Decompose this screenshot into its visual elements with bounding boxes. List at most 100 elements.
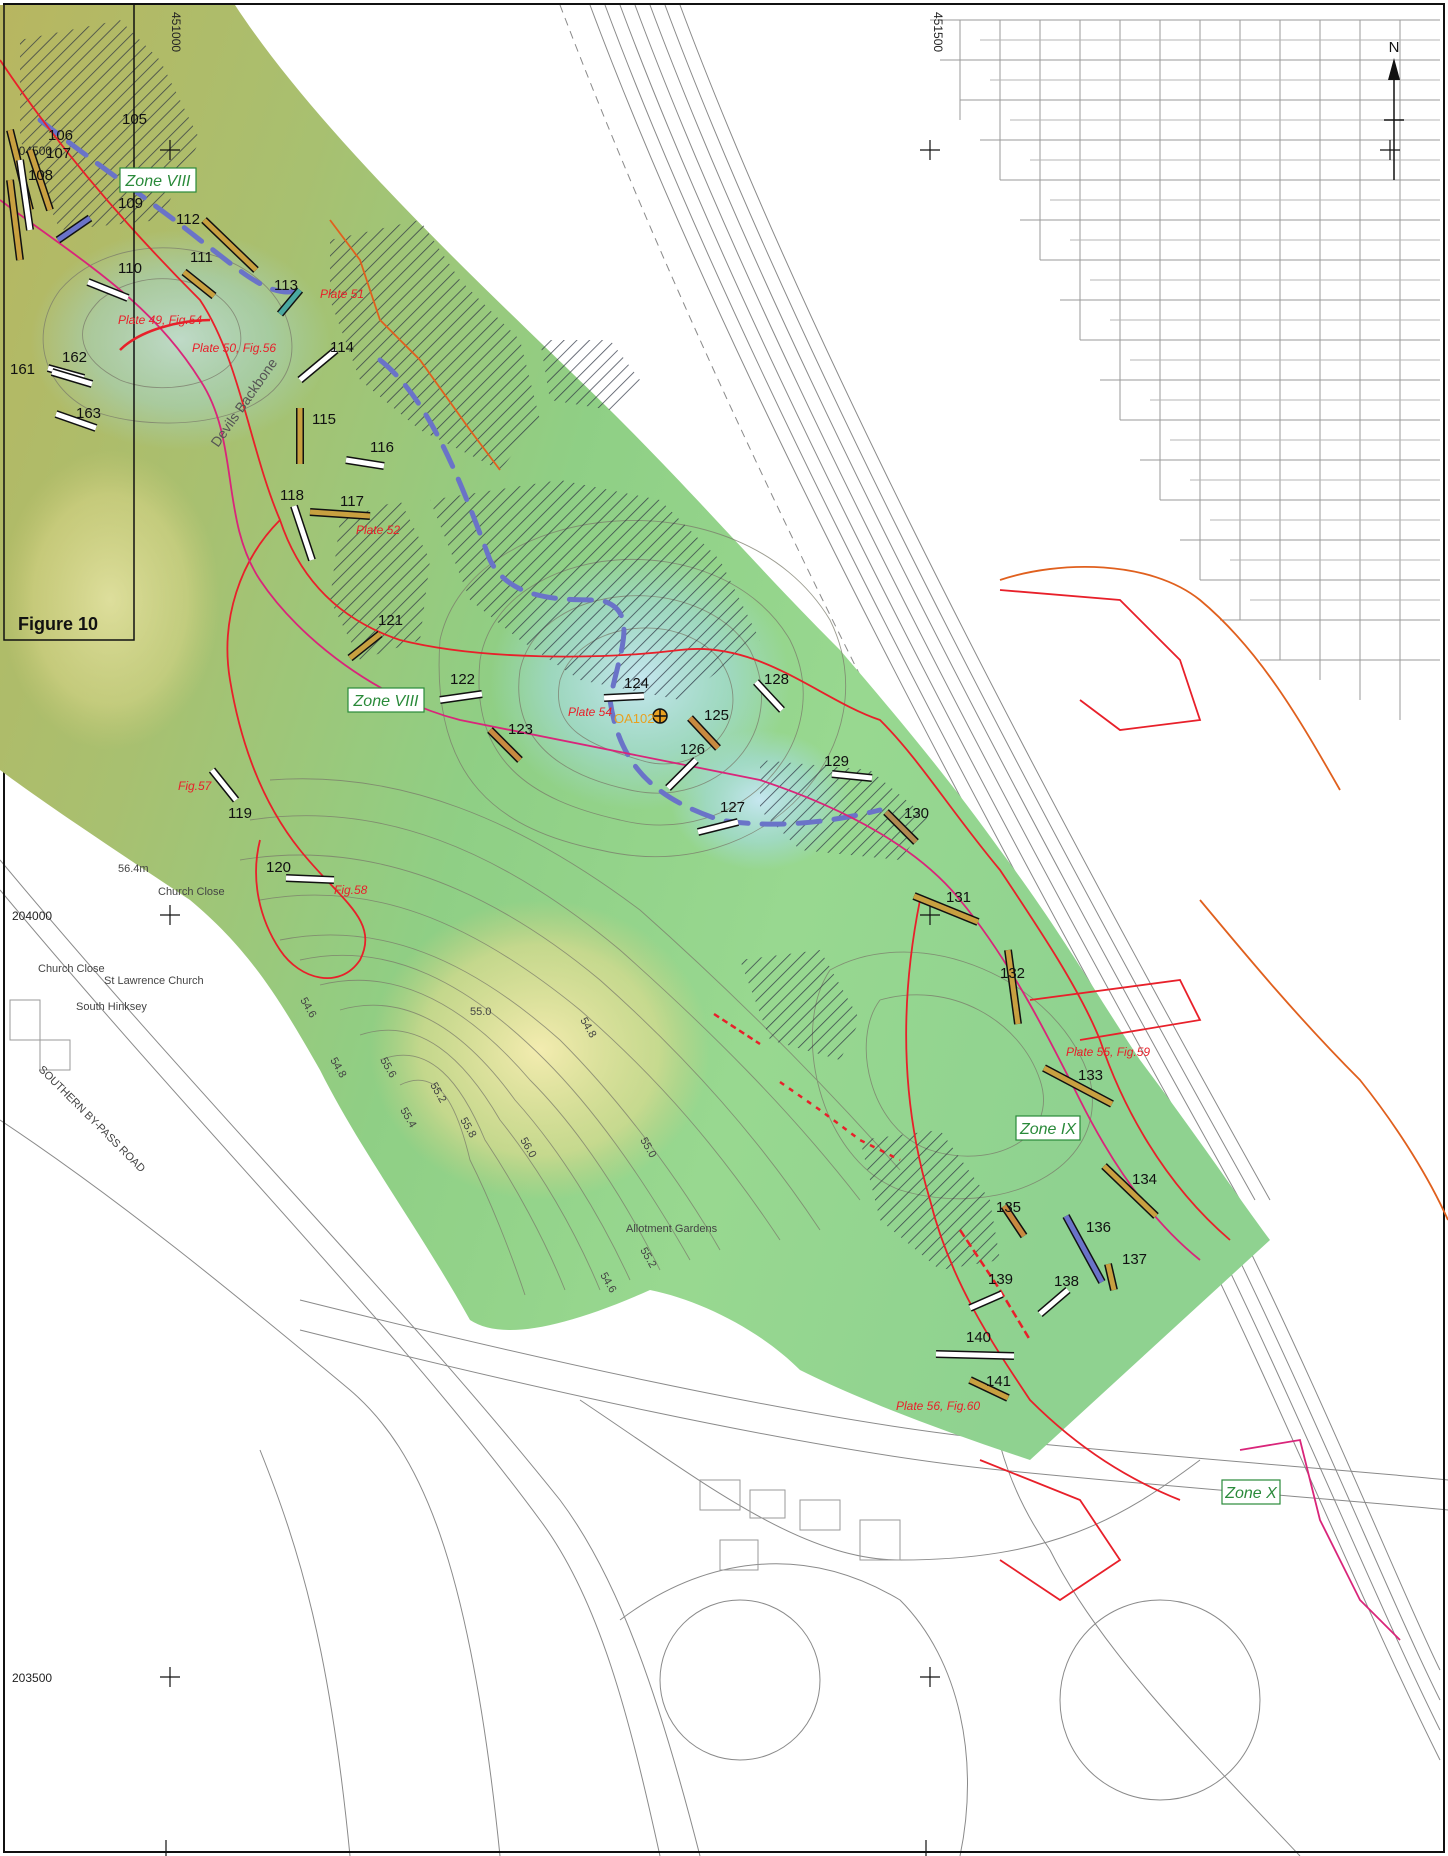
trench-fill xyxy=(182,270,216,298)
zone-label-viii-north: Zone VIII xyxy=(119,167,197,193)
trench-137: 137 xyxy=(1104,1251,1147,1291)
trench-fill xyxy=(1001,1204,1027,1238)
trench-fill xyxy=(55,411,97,431)
trench-fill xyxy=(202,218,258,272)
trench-fill xyxy=(278,288,302,316)
trench-fill xyxy=(913,893,979,925)
trench-label: 114 xyxy=(330,339,354,356)
trench-162: 162 xyxy=(50,349,94,388)
trench-fill xyxy=(754,680,784,712)
trench-label: 113 xyxy=(274,277,298,294)
trench-fill xyxy=(439,691,483,703)
trench-125: 125 xyxy=(687,707,729,751)
trench-label: 141 xyxy=(986,1373,1011,1390)
trench-label: 138 xyxy=(1054,1273,1079,1290)
trench-fill xyxy=(968,1291,1004,1311)
plate-label: Plate 52 xyxy=(356,523,400,537)
trench-label: 120 xyxy=(266,859,291,876)
north-arrow-head xyxy=(1388,58,1400,80)
grid xyxy=(160,140,1400,1856)
palaeochannel-north xyxy=(37,117,303,295)
boundary-red-west xyxy=(226,519,367,979)
svg-text:Zone VIII: Zone VIII xyxy=(353,693,419,710)
trench-120: 120 xyxy=(266,859,335,884)
trench-fill xyxy=(309,509,371,519)
borehole-oa102: OA102 xyxy=(614,708,668,726)
trench-label: 116 xyxy=(370,439,394,456)
hatch-area-central xyxy=(430,480,760,700)
trench-label: 163 xyxy=(76,405,101,422)
plate-label: Plate 56, Fig.60 xyxy=(896,1399,980,1413)
trench-label: 119 xyxy=(228,805,252,822)
trench-label: 122 xyxy=(450,671,475,688)
trench-label: 126 xyxy=(680,741,705,758)
trench-fill xyxy=(688,716,720,750)
trench-fill xyxy=(831,771,873,781)
trench-fill xyxy=(298,348,338,382)
trench-133: 133 xyxy=(1042,1064,1114,1108)
trench-fill xyxy=(666,758,698,790)
trench-label: 134 xyxy=(1132,1171,1157,1188)
trench-117: 117 xyxy=(309,493,371,520)
trench-fill xyxy=(348,632,382,660)
trench-fill xyxy=(968,1377,1010,1401)
svg-text:Zone X: Zone X xyxy=(1224,1485,1278,1502)
trench-label: 110 xyxy=(118,260,142,277)
trench-label: 127 xyxy=(720,799,745,816)
trench-label: 107 xyxy=(46,145,71,162)
trench-label: 135 xyxy=(996,1199,1021,1216)
trench-label: 125 xyxy=(704,707,729,724)
trench-label: 128 xyxy=(764,671,789,688)
north-arrow: N xyxy=(1384,39,1404,180)
svg-text:Zone VIII: Zone VIII xyxy=(125,173,191,190)
boundary-magenta-east xyxy=(1239,1438,1401,1641)
trench-fill xyxy=(935,1351,1015,1359)
trench-label: 117 xyxy=(340,493,364,510)
trench-fill xyxy=(87,279,129,301)
trench-114: 114 xyxy=(297,339,354,384)
plate-label: Plate 50, Fig.56 xyxy=(192,341,276,355)
trench-fill xyxy=(51,369,93,387)
plot-buildings xyxy=(699,1479,901,1571)
trench-fill xyxy=(488,728,522,762)
trench-label: 136 xyxy=(1086,1219,1111,1236)
church-close-label-1: Church Close xyxy=(158,886,225,898)
trench-label: 137 xyxy=(1122,1251,1147,1268)
trench-119: 119 xyxy=(208,767,252,822)
trench-label: 115 xyxy=(312,411,336,428)
trench-113: 113 xyxy=(274,277,304,317)
trench-131: 131 xyxy=(912,889,980,926)
trench-135: 135 xyxy=(996,1199,1028,1239)
trench-fill xyxy=(7,179,23,261)
trench-132: 132 xyxy=(1000,949,1025,1025)
trench-fill xyxy=(1005,949,1021,1025)
trench-128: 128 xyxy=(753,671,789,713)
trench-fill xyxy=(1102,1164,1158,1218)
church-close-label-2: Church Close xyxy=(38,963,105,975)
trench-107: 107 xyxy=(16,145,71,231)
boundary-red-east xyxy=(979,589,1202,1602)
trench-label: 162 xyxy=(62,349,87,366)
boundary-red-main xyxy=(0,59,1231,1241)
trench-fill xyxy=(56,215,92,243)
south-hinksey-label: South Hinksey xyxy=(76,1001,147,1013)
contour-label: 55.0 xyxy=(470,1006,491,1018)
trench-label: 140 xyxy=(966,1329,991,1346)
plate-label: Plate 51 xyxy=(320,287,364,301)
hatch-area-mid xyxy=(740,950,860,1060)
trench-fill xyxy=(345,457,385,469)
trench-label: 121 xyxy=(378,612,403,629)
trench-fill xyxy=(1042,1065,1114,1107)
trench-label: 112 xyxy=(176,211,200,228)
plate-label: Fig.58 xyxy=(334,883,368,897)
trench-108: 108 xyxy=(6,167,53,261)
trench-label: 124 xyxy=(624,675,649,692)
trench-label: 139 xyxy=(988,1271,1013,1288)
trench-label: 130 xyxy=(904,805,929,822)
svg-text:Zone IX: Zone IX xyxy=(1019,1121,1077,1138)
housing-blocks xyxy=(930,19,1440,720)
trench-163: 163 xyxy=(54,405,101,432)
zone-label-x: Zone X xyxy=(1221,1479,1281,1505)
zone-label-viii-central: Zone VIII xyxy=(347,687,425,713)
